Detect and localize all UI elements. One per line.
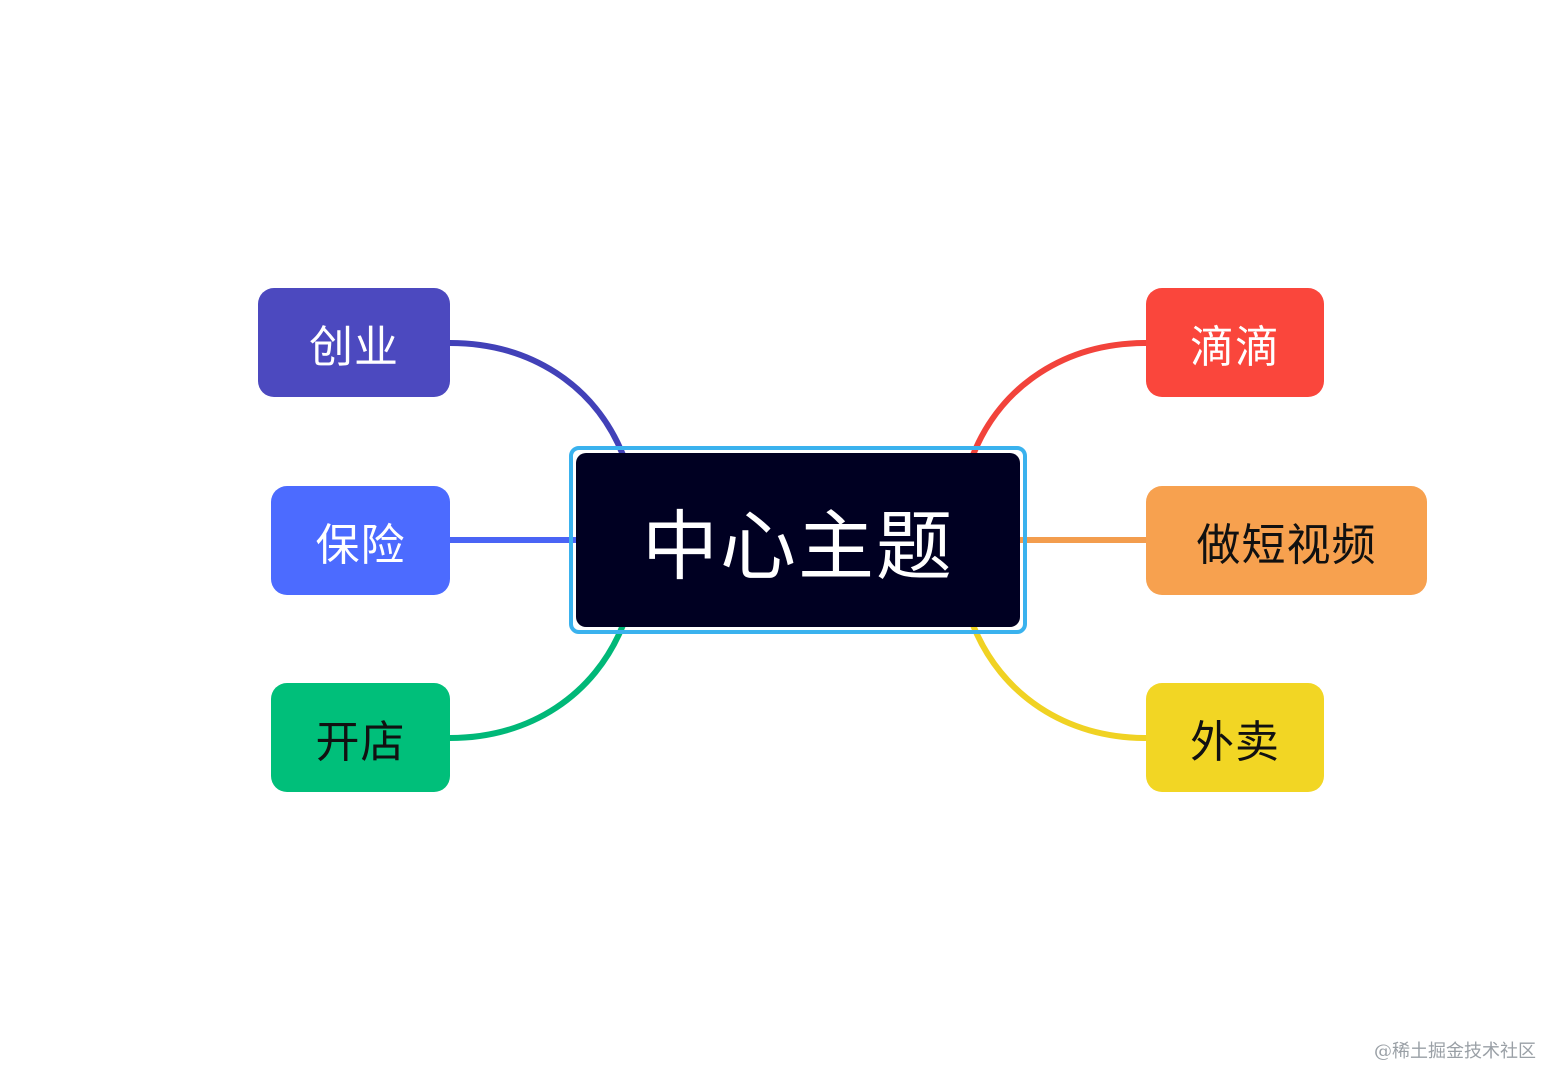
connector-waimai <box>970 622 1149 741</box>
center-node-selection-outline <box>569 446 1027 634</box>
connector-didi <box>970 340 1149 458</box>
branch-node-chuangye[interactable]: 创业 <box>258 288 450 397</box>
connector-kaidian <box>447 622 626 741</box>
branch-label-didi: 滴滴 <box>1190 321 1280 373</box>
connector-chuangye <box>447 340 626 458</box>
center-topic-node[interactable]: 中心主题 <box>576 453 1020 627</box>
watermark-text: @稀土掘金技术社区 <box>1374 1041 1536 1062</box>
center-topic-label: 中心主题 <box>642 502 954 591</box>
branch-node-didi[interactable]: 滴滴 <box>1146 288 1324 397</box>
branch-label-waimai: 外卖 <box>1190 716 1280 768</box>
branch-label-duanshipin: 做短视频 <box>1196 519 1377 571</box>
branch-node-baoxian[interactable]: 保险 <box>271 486 450 595</box>
branch-node-duanshipin[interactable]: 做短视频 <box>1146 486 1427 595</box>
branch-node-waimai[interactable]: 外卖 <box>1146 683 1324 792</box>
branch-node-kaidian[interactable]: 开店 <box>271 683 450 792</box>
branch-label-kaidian: 开店 <box>315 716 406 768</box>
branch-label-baoxian: 保险 <box>315 519 406 571</box>
branch-label-chuangye: 创业 <box>309 321 399 373</box>
